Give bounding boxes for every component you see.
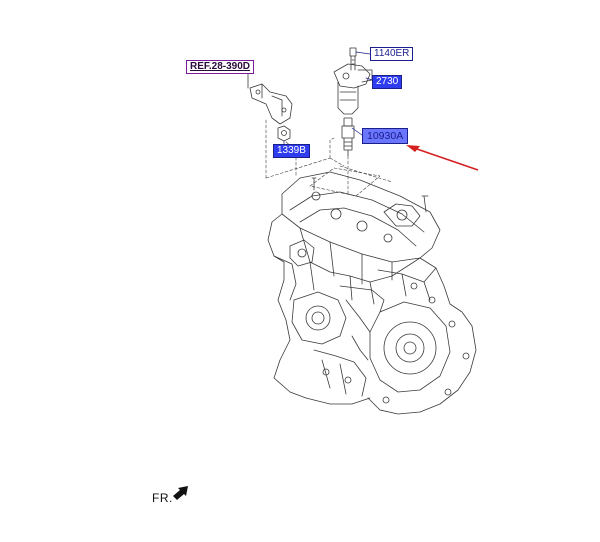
ignition-coil-part: [333, 63, 373, 115]
spark-plug-part: [341, 117, 355, 157]
coil-callout[interactable]: 2730: [372, 75, 403, 89]
bolt-callout[interactable]: 1140ER: [370, 47, 414, 61]
ref-callout[interactable]: REF.28-390D: [186, 60, 255, 74]
front-direction-icon: [173, 486, 188, 500]
bolt-part: [349, 47, 357, 71]
leader-lines: [243, 51, 373, 147]
engine-block: [267, 171, 477, 415]
spark-plug-callout[interactable]: 10930A: [362, 128, 409, 144]
nut-callout[interactable]: 1339B: [273, 144, 310, 158]
nut-part: [277, 125, 291, 142]
bracket-part: [247, 71, 293, 125]
pointer-arrow: [406, 145, 479, 171]
front-direction-label: FR.: [152, 491, 173, 505]
